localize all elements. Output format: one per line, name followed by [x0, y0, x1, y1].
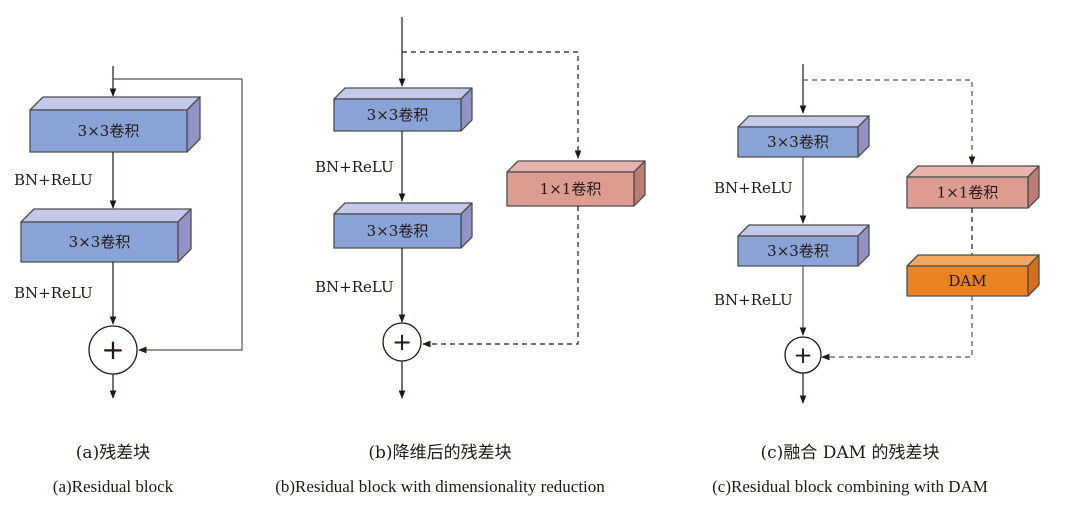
block-label: 3×3卷积 [78, 122, 140, 140]
block-front-face [737, 126, 859, 158]
block-front-face [506, 171, 635, 207]
shortcut-dashed-b2 [422, 206, 579, 348]
skip-connection-a [113, 78, 243, 354]
caption-c-zh: (c)融合 DAM 的残差块 [761, 443, 940, 463]
block-label: 3×3卷积 [69, 233, 131, 251]
block-top-face [906, 165, 1040, 178]
bn-relu-label-c1: BN+ReLU [714, 179, 793, 197]
block-top-face [906, 254, 1040, 267]
block-front-face [333, 213, 462, 249]
bn-relu-label-b1: BN+ReLU [315, 158, 394, 176]
add-node-b: + [382, 322, 422, 362]
block-front-face [20, 221, 179, 263]
plus-symbol: + [793, 343, 812, 369]
block-label: DAM [948, 272, 986, 290]
block-front-face [333, 98, 462, 132]
bn-relu-label-b2: BN+ReLU [315, 278, 394, 296]
conv3x3-block-c1: 3×3卷积 [737, 115, 870, 158]
conv1x1-block-c: 1×1卷积 [906, 165, 1040, 209]
caption-b-en: (b)Residual block with dimensionality re… [275, 477, 605, 496]
block-top-face [20, 208, 192, 223]
conv3x3-block-a2: 3×3卷积 [20, 208, 192, 263]
conv3x3-block-b2: 3×3卷积 [333, 202, 473, 249]
block-top-face [737, 224, 870, 237]
shortcut-dashed-c1 [803, 79, 976, 165]
conv3x3-block-c2: 3×3卷积 [737, 224, 870, 267]
block-front-face [906, 265, 1029, 297]
bn-relu-label-c2: BN+ReLU [714, 291, 793, 309]
block-front-face [29, 109, 188, 153]
block-label: 3×3卷积 [767, 242, 829, 260]
block-label: 3×3卷积 [767, 133, 829, 151]
block-top-face [333, 202, 473, 215]
caption-b-zh: (b)降维后的残差块 [368, 443, 511, 463]
caption-a-zh: (a)残差块 [76, 443, 150, 463]
add-node-a: + [88, 325, 138, 375]
panel-c: 3×3卷积 BN+ReLU 3×3卷积 BN+ReLU 1×1卷积 DAM + [714, 64, 1040, 404]
block-front-face [906, 176, 1029, 209]
bn-relu-label-a1: BN+ReLU [14, 171, 93, 189]
panel-a: 3×3卷积 BN+ReLU 3×3卷积 BN+ReLU + [14, 66, 243, 399]
block-label: 3×3卷积 [367, 106, 429, 124]
shortcut-dashed-b1 [402, 51, 582, 159]
conv3x3-block-a1: 3×3卷积 [29, 96, 201, 153]
block-label: 1×1卷积 [937, 184, 999, 202]
plus-symbol: + [392, 328, 412, 356]
block-top-face [506, 160, 646, 173]
add-node-c: + [784, 336, 822, 374]
dam-block-c: DAM [906, 254, 1040, 297]
block-label: 1×1卷积 [540, 180, 602, 198]
block-label: 3×3卷积 [367, 222, 429, 240]
block-top-face [29, 96, 201, 111]
caption-c-en: (c)Residual block combining with DAM [712, 477, 988, 496]
conv1x1-block-b: 1×1卷积 [506, 160, 646, 207]
bn-relu-label-a2: BN+ReLU [14, 284, 93, 302]
shortcut-dashed-c3 [821, 296, 973, 361]
caption-a-en: (a)Residual block [53, 477, 174, 496]
conv3x3-block-b1: 3×3卷积 [333, 87, 473, 132]
block-top-face [333, 87, 473, 100]
plus-symbol: + [101, 333, 124, 366]
panel-b: 3×3卷积 BN+ReLU 3×3卷积 BN+ReLU 1×1卷积 + [315, 17, 646, 399]
block-front-face [737, 235, 859, 267]
block-top-face [737, 115, 870, 128]
